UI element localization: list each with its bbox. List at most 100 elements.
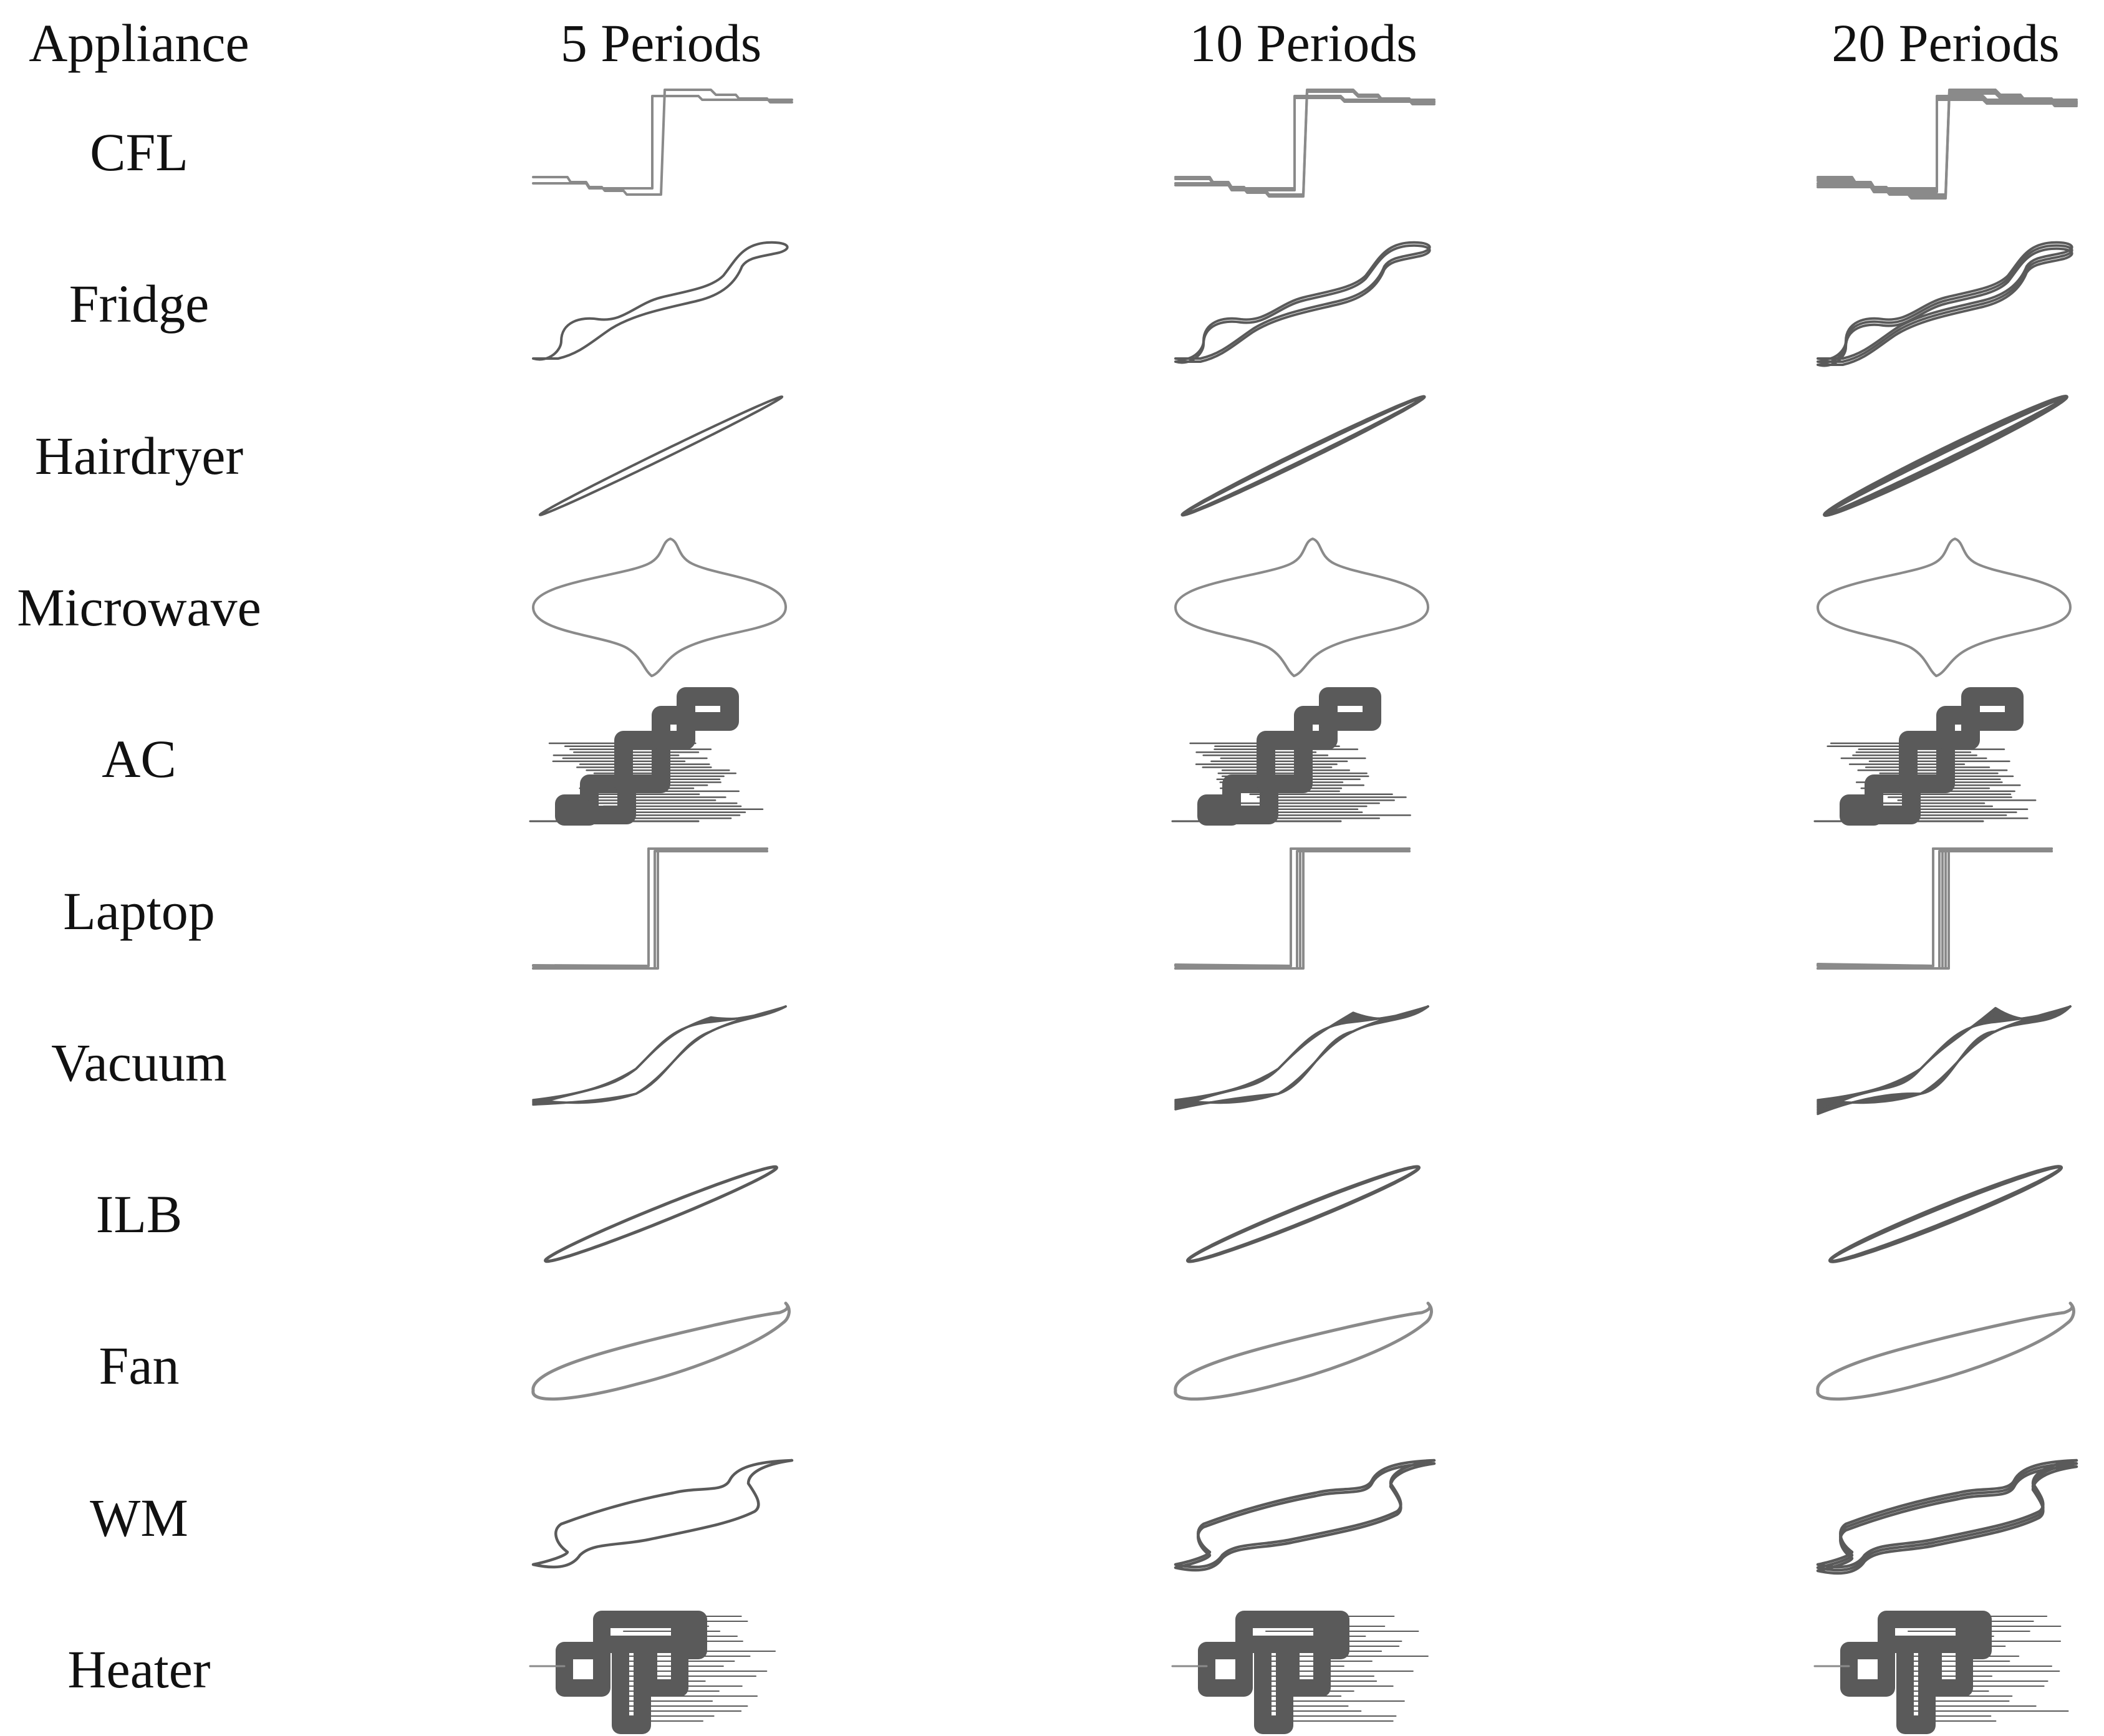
vi-trajectory-hairdryer-10-periods bbox=[1180, 395, 1426, 516]
trace-segment bbox=[612, 1636, 651, 1734]
appliance-label-fridge: Fridge bbox=[69, 274, 210, 334]
trace-segment bbox=[1840, 1642, 1895, 1697]
trace-segment bbox=[531, 1459, 794, 1568]
vi-trajectory-ac-10-periods bbox=[1171, 687, 1411, 826]
trace-segment bbox=[1174, 1301, 1433, 1401]
trace-segment bbox=[1180, 395, 1426, 516]
vi-trajectory-fridge-5-periods bbox=[532, 241, 789, 361]
trace-segment bbox=[1823, 395, 2068, 517]
trace-segment bbox=[1817, 99, 2078, 193]
header-10-periods: 10 Periods bbox=[1189, 13, 1417, 73]
trace-segment bbox=[1174, 90, 1436, 198]
trace-segment bbox=[532, 847, 768, 967]
trace-segment bbox=[640, 1636, 688, 1697]
trace-segment bbox=[556, 1642, 610, 1697]
trace-segment bbox=[1817, 847, 2053, 967]
appliance-label-ilb: ILB bbox=[95, 1184, 183, 1245]
vi-trajectory-cfl-5-periods bbox=[532, 89, 793, 196]
vi-trajectory-vacuum-10-periods bbox=[1174, 1005, 1429, 1111]
appliance-label-ac: AC bbox=[102, 729, 176, 789]
trace-segment bbox=[614, 731, 670, 794]
trace-segment bbox=[1174, 537, 1429, 677]
trace-segment bbox=[1180, 395, 1426, 516]
appliance-label-laptop: Laptop bbox=[63, 880, 215, 941]
trace-segment bbox=[1186, 1165, 1421, 1263]
trace-segment bbox=[1174, 97, 1436, 191]
trace-segment bbox=[1816, 1462, 2078, 1571]
appliance-label-microwave: Microwave bbox=[17, 577, 261, 637]
trace-segment bbox=[1817, 847, 2053, 967]
trace-segment bbox=[1282, 1636, 1331, 1697]
trace-segment bbox=[532, 849, 768, 970]
vi-trajectory-fridge-20-periods bbox=[1817, 241, 2073, 367]
trace-segment bbox=[1828, 1165, 2063, 1263]
trace-segment bbox=[555, 794, 599, 826]
appliance-label-heater: Heater bbox=[67, 1639, 211, 1699]
vi-trajectory-cfl-20-periods bbox=[1817, 89, 2078, 200]
trace-segment bbox=[1817, 248, 2073, 367]
trace-segment bbox=[532, 1005, 787, 1104]
vi-trajectory-fridge-10-periods bbox=[1174, 241, 1431, 364]
vi-trajectory-microwave-10-periods bbox=[1174, 537, 1429, 677]
vi-trajectory-ac-20-periods bbox=[1813, 687, 2037, 826]
trace-segment bbox=[532, 1005, 787, 1106]
trace-segment bbox=[1817, 847, 2053, 967]
trace-segment bbox=[1174, 847, 1411, 967]
vi-trajectory-heater-10-periods bbox=[1171, 1611, 1429, 1734]
vi-trajectory-wm-20-periods bbox=[1816, 1459, 2078, 1574]
trace-segment bbox=[1817, 244, 2073, 364]
trace-segment bbox=[1816, 1459, 2078, 1568]
trace-segment bbox=[1174, 849, 1411, 970]
trace-segment bbox=[1816, 1465, 2078, 1574]
trace-segment bbox=[1174, 244, 1431, 364]
trace-segment bbox=[532, 1005, 787, 1104]
trace-segment bbox=[1186, 1165, 1421, 1263]
trace-segment bbox=[1180, 395, 1426, 516]
trace-segment bbox=[1961, 687, 2024, 731]
vi-trajectory-wm-5-periods bbox=[531, 1459, 794, 1568]
trace-segment bbox=[531, 1301, 791, 1401]
trace-segment bbox=[1817, 1005, 2072, 1116]
trace-segment bbox=[1817, 849, 2053, 970]
trace-segment bbox=[532, 241, 789, 361]
trace-segment bbox=[1817, 849, 2053, 970]
trace-segment bbox=[1828, 1165, 2063, 1263]
vi-trajectory-ilb-10-periods bbox=[1186, 1165, 1421, 1263]
trace-segment bbox=[1257, 731, 1313, 794]
header-appliance: Appliance bbox=[29, 13, 249, 73]
vi-trajectory-hairdryer-20-periods bbox=[1823, 394, 2068, 517]
header-20-periods: 20 Periods bbox=[1831, 13, 2060, 73]
vi-trajectory-ac-5-periods bbox=[529, 687, 764, 826]
trace-segment bbox=[1823, 394, 2068, 517]
trace-segment bbox=[1174, 849, 1411, 970]
vi-trajectory-ilb-5-periods bbox=[544, 1165, 778, 1263]
trace-segment bbox=[1817, 537, 2072, 677]
trace-segment bbox=[1174, 847, 1411, 967]
trace-segment bbox=[538, 395, 784, 516]
trace-segment bbox=[1896, 1636, 1936, 1734]
trace-segment bbox=[677, 687, 739, 731]
trace-segment bbox=[1174, 847, 1411, 967]
trace-segment bbox=[1254, 1636, 1293, 1734]
trace-segment bbox=[1899, 731, 1955, 794]
trace-segment bbox=[544, 1165, 778, 1263]
appliance-label-cfl: CFL bbox=[90, 122, 188, 182]
trace-segment bbox=[532, 847, 768, 967]
vi-trajectory-hairdryer-5-periods bbox=[538, 395, 784, 516]
vi-trajectory-microwave-20-periods bbox=[1817, 537, 2072, 677]
vi-trajectory-laptop-10-periods bbox=[1174, 847, 1411, 970]
trace-segment bbox=[1197, 794, 1241, 826]
trace-segment bbox=[1817, 241, 2073, 361]
appliance-label-fan: Fan bbox=[99, 1336, 180, 1396]
trace-segment bbox=[1817, 847, 2053, 967]
trace-segment bbox=[1174, 1459, 1436, 1568]
trace-segment bbox=[1319, 687, 1381, 731]
trace-segment bbox=[1823, 394, 2068, 517]
vi-trajectory-laptop-5-periods bbox=[532, 847, 768, 970]
trace-segment bbox=[1816, 1301, 2075, 1401]
trace-segment bbox=[1828, 1165, 2063, 1263]
trace-segment bbox=[532, 849, 768, 970]
vi-trajectory-heater-20-periods bbox=[1813, 1611, 2069, 1734]
trace-segment bbox=[1174, 1005, 1429, 1111]
